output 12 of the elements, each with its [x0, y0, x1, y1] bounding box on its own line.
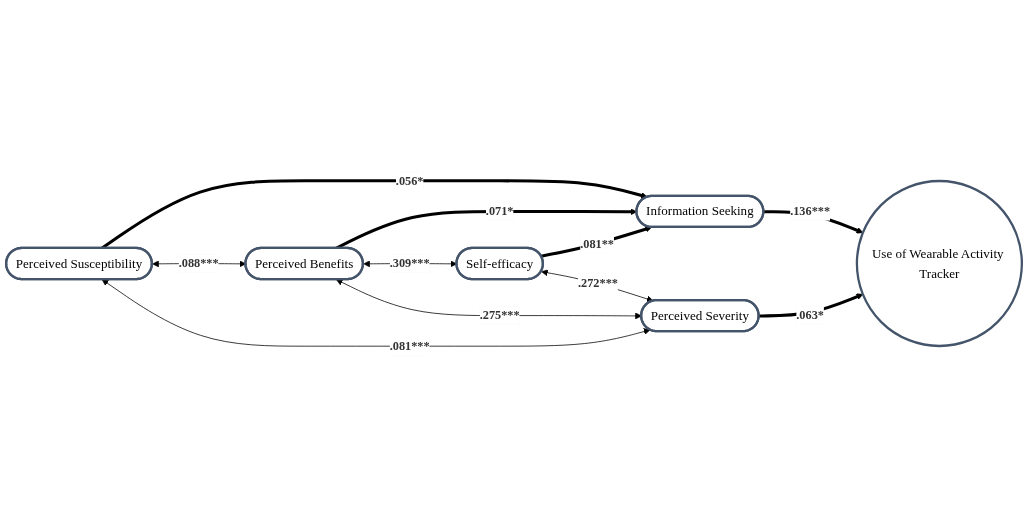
edge-label: .063* — [796, 308, 824, 322]
edge-label: .056* — [395, 173, 424, 187]
edge-label: .081** — [580, 237, 614, 251]
edge-label: .071* — [485, 204, 514, 218]
edge-label: .275*** — [479, 308, 520, 322]
arrow — [540, 225, 652, 258]
edge-label: .136*** — [790, 204, 831, 218]
edge-label: .081*** — [389, 339, 430, 353]
edge-label: .309*** — [389, 256, 430, 270]
edge-label: .088*** — [178, 256, 219, 270]
node-circle: Use of Wearable Activity Tracker — [855, 179, 1023, 348]
edge-label: .272*** — [578, 276, 618, 290]
